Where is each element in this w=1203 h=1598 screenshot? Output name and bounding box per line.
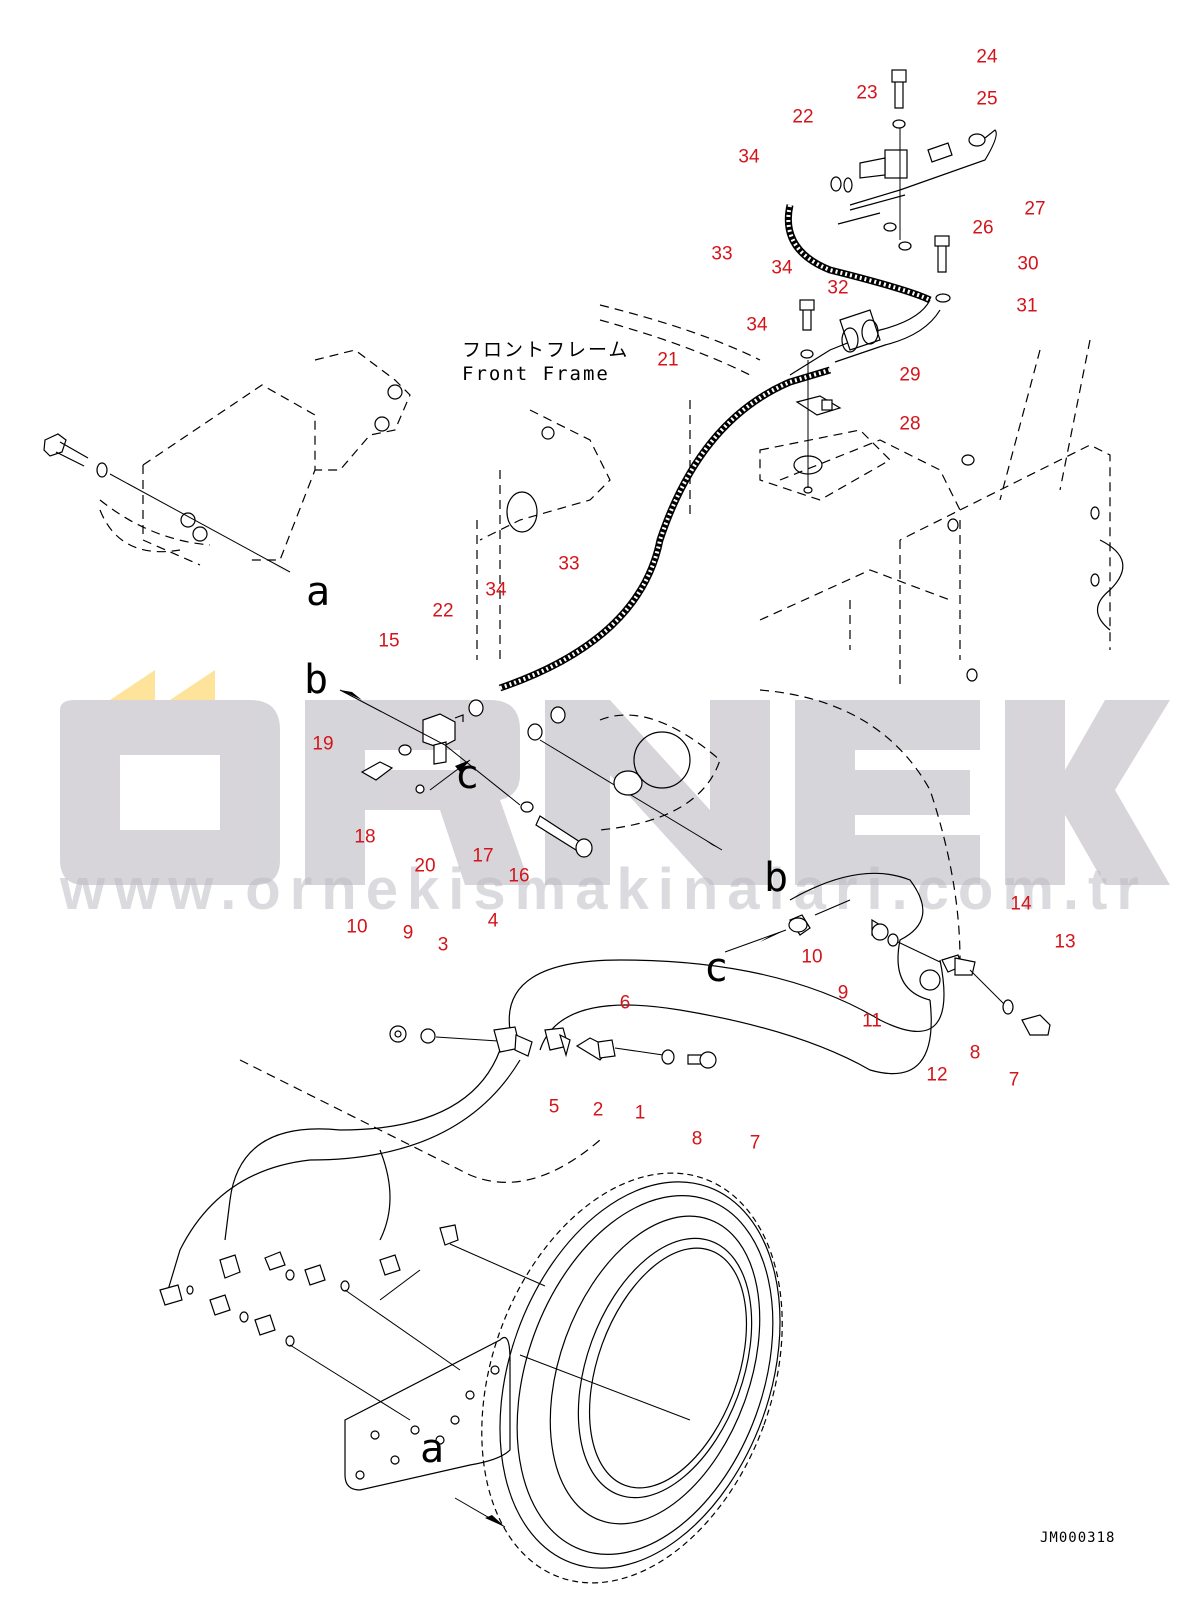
callout-c20[interactable]: 20 — [414, 855, 436, 877]
callout-c15[interactable]: 15 — [378, 630, 400, 652]
callout-c3[interactable]: 3 — [437, 934, 449, 956]
clamp-set-right — [724, 899, 1051, 1036]
front-frame — [476, 304, 1124, 690]
callout-c8-right[interactable]: 8 — [969, 1042, 981, 1064]
fitting-assembly-b — [339, 689, 723, 858]
bottom-manifold — [159, 1224, 546, 1491]
final-drive-ring — [454, 1172, 783, 1584]
callout-c7-right[interactable]: 7 — [1008, 1069, 1020, 1091]
callout-c9-right[interactable]: 9 — [837, 982, 849, 1004]
callout-c27[interactable]: 27 — [1024, 198, 1046, 220]
callout-c9-left[interactable]: 9 — [402, 922, 414, 944]
callout-c31[interactable]: 31 — [1016, 295, 1038, 317]
callout-c28[interactable]: 28 — [899, 413, 921, 435]
callout-c11[interactable]: 11 — [862, 1010, 882, 1032]
callout-c1[interactable]: 1 — [634, 1102, 646, 1124]
front-frame-label-english: Front Frame — [462, 363, 610, 385]
front-frame-label: フロントフレーム Front Frame — [462, 338, 629, 386]
callout-c34-frame[interactable]: 34 — [746, 314, 768, 336]
callout-c18[interactable]: 18 — [354, 826, 376, 848]
view-marker-b-left: b — [303, 657, 329, 703]
view-marker-a-top: a — [305, 569, 331, 615]
view-marker-c-right: c — [703, 945, 729, 991]
callout-c10-left[interactable]: 10 — [346, 916, 368, 938]
callout-c26[interactable]: 26 — [972, 217, 994, 239]
bracket-assembly-a — [43, 349, 411, 575]
callout-c32[interactable]: 32 — [827, 277, 849, 299]
front-frame-label-japanese: フロントフレーム — [462, 339, 630, 361]
corrugated-hose — [498, 204, 941, 692]
clamp-set-left — [389, 1025, 717, 1069]
callout-c6[interactable]: 6 — [619, 992, 631, 1014]
callout-c5[interactable]: 5 — [548, 1096, 560, 1118]
view-marker-c-mid: c — [454, 752, 480, 798]
callout-c22-top[interactable]: 22 — [792, 106, 814, 128]
callout-c34-top[interactable]: 34 — [738, 146, 760, 168]
callout-c30[interactable]: 30 — [1017, 253, 1039, 275]
callout-c13[interactable]: 13 — [1054, 931, 1076, 953]
callout-c22-mid[interactable]: 22 — [432, 600, 454, 622]
callout-c24[interactable]: 24 — [976, 46, 998, 68]
callout-c34-upper[interactable]: 34 — [771, 257, 793, 279]
view-marker-a-bottom: a — [419, 1426, 445, 1472]
callout-c34-mid[interactable]: 34 — [485, 579, 507, 601]
hydraulic-hoses — [164, 689, 961, 1301]
callout-c23[interactable]: 23 — [856, 82, 878, 104]
callout-c17[interactable]: 17 — [472, 845, 494, 867]
callout-c21[interactable]: 21 — [657, 349, 679, 371]
callout-c16[interactable]: 16 — [508, 865, 530, 887]
callout-c7-left[interactable]: 7 — [749, 1132, 761, 1154]
callout-c33-mid[interactable]: 33 — [558, 553, 580, 575]
callout-c2[interactable]: 2 — [592, 1099, 604, 1121]
callout-c14[interactable]: 14 — [1010, 893, 1032, 915]
sensor-assembly — [759, 69, 997, 501]
drawing-code: JM000318 — [1040, 1530, 1116, 1546]
view-marker-b-right: b — [763, 855, 789, 901]
callout-c12[interactable]: 12 — [926, 1064, 948, 1086]
callout-c29[interactable]: 29 — [899, 364, 921, 386]
callout-c33-top[interactable]: 33 — [711, 243, 733, 265]
callout-c25[interactable]: 25 — [976, 88, 998, 110]
callout-c19[interactable]: 19 — [312, 733, 334, 755]
callout-c8-left[interactable]: 8 — [691, 1128, 703, 1150]
callout-c4[interactable]: 4 — [487, 910, 499, 932]
callout-c10-right[interactable]: 10 — [801, 946, 823, 968]
